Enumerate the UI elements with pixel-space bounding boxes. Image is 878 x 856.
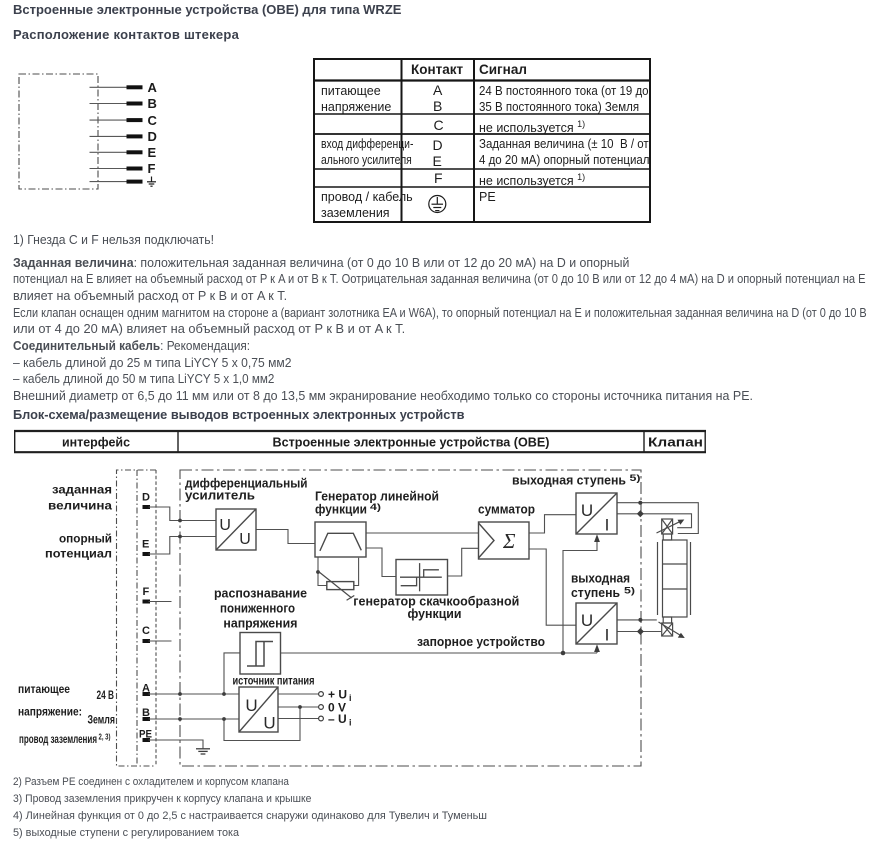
svg-text:Клапан: Клапан bbox=[648, 435, 703, 449]
svg-text:запорное устройство: запорное устройство bbox=[417, 635, 545, 649]
svg-text:PE: PE bbox=[139, 728, 152, 740]
svg-text:функции: функции bbox=[315, 502, 367, 516]
svg-text:5): 5) bbox=[624, 585, 635, 595]
svg-text:источник питания: источник питания bbox=[233, 676, 315, 688]
svg-text:0 V: 0 V bbox=[328, 701, 346, 715]
svg-text:интерфейс: интерфейс bbox=[62, 435, 130, 449]
svg-text:D: D bbox=[142, 492, 150, 504]
svg-text:распознавание: распознавание bbox=[214, 587, 307, 601]
svg-text:U: U bbox=[245, 696, 257, 715]
svg-text:величина: величина bbox=[48, 498, 112, 512]
svg-text:B: B bbox=[142, 707, 150, 719]
svg-text:генератор скачкообразной: генератор скачкообразной bbox=[353, 594, 519, 608]
svg-text:Земля: Земля bbox=[88, 712, 116, 726]
svg-text:U: U bbox=[219, 517, 231, 534]
svg-text:Встроенные электронные устройс: Встроенные электронные устройства (ОВЕ) bbox=[273, 435, 550, 449]
svg-text:A: A bbox=[148, 80, 158, 95]
svg-text:напряжение:: напряжение: bbox=[18, 707, 82, 719]
svg-text:выходная ступень: выходная ступень bbox=[512, 474, 626, 488]
svg-text:опорный: опорный bbox=[59, 531, 112, 545]
svg-text:+ U: + U bbox=[328, 688, 347, 702]
svg-text:пониженного: пониженного bbox=[220, 602, 295, 616]
svg-text:усилитель: усилитель bbox=[185, 489, 255, 503]
svg-text:выходная: выходная bbox=[571, 572, 630, 586]
svg-text:дифференциальный: дифференциальный bbox=[185, 476, 308, 490]
svg-text:U: U bbox=[581, 611, 593, 630]
svg-text:U: U bbox=[239, 531, 251, 548]
svg-text:C: C bbox=[148, 113, 158, 128]
svg-text:4): 4) bbox=[370, 502, 381, 512]
svg-text:E: E bbox=[148, 145, 157, 160]
svg-text:потенциал: потенциал bbox=[45, 546, 112, 560]
svg-text:E: E bbox=[142, 539, 149, 551]
svg-text:Генератор линейной: Генератор линейной bbox=[315, 490, 439, 504]
svg-text:U: U bbox=[581, 501, 593, 520]
svg-text:– U: – U bbox=[328, 712, 347, 726]
svg-text:D: D bbox=[148, 129, 157, 144]
svg-text:U: U bbox=[263, 714, 275, 733]
svg-text:питающее: питающее bbox=[18, 684, 70, 696]
svg-text:i: i bbox=[349, 693, 352, 703]
svg-text:I: I bbox=[605, 516, 610, 535]
svg-text:C: C bbox=[142, 625, 150, 637]
svg-text:сумматор: сумматор bbox=[478, 502, 535, 516]
svg-text:функции: функции bbox=[408, 607, 462, 621]
svg-text:A: A bbox=[142, 682, 150, 694]
svg-text:заданная: заданная bbox=[52, 483, 112, 497]
svg-text:F: F bbox=[143, 586, 150, 598]
svg-text:ступень: ступень bbox=[571, 586, 620, 600]
svg-text:2, 3): 2, 3) bbox=[99, 732, 111, 742]
svg-text:B: B bbox=[148, 96, 157, 111]
svg-text:Σ: Σ bbox=[502, 529, 516, 553]
svg-text:i: i bbox=[349, 718, 352, 728]
svg-text:провод заземления: провод заземления bbox=[19, 734, 97, 746]
svg-text:I: I bbox=[605, 626, 610, 645]
svg-text:напряжения: напряжения bbox=[223, 616, 297, 630]
svg-text:F: F bbox=[148, 161, 156, 176]
svg-text:24 В: 24 В bbox=[97, 688, 115, 702]
svg-text:5): 5) bbox=[630, 473, 641, 483]
